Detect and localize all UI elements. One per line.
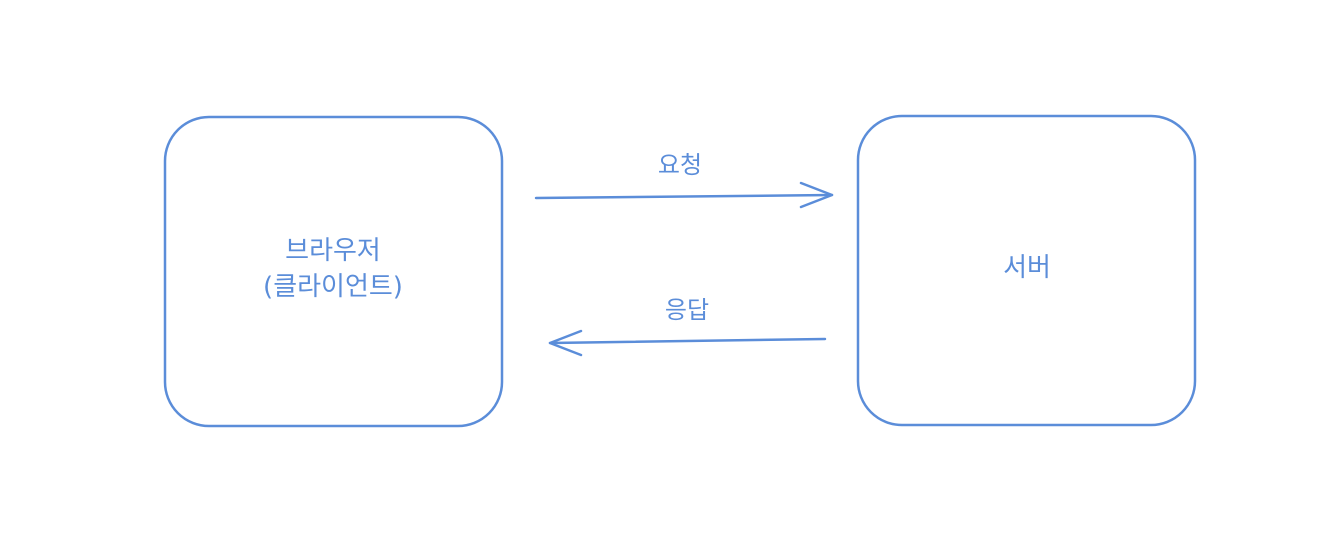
client-label-line2: (클라이언트)	[263, 272, 403, 302]
server-node: 서버	[856, 114, 1197, 427]
server-box	[856, 114, 1197, 427]
request-edge: 요청	[534, 151, 834, 209]
request-arrow-line	[534, 193, 834, 200]
client-node: 브라우저 (클라이언트)	[163, 115, 504, 428]
response-arrowhead	[548, 329, 583, 357]
client-box	[163, 115, 504, 428]
client-label-line1: 브라우저	[285, 236, 381, 266]
response-edge: 응답	[548, 296, 827, 357]
request-label: 요청	[658, 151, 702, 179]
response-arrow-line	[548, 337, 827, 345]
server-label: 서버	[1003, 253, 1051, 283]
response-label: 응답	[665, 296, 709, 324]
request-arrowhead	[799, 181, 834, 209]
